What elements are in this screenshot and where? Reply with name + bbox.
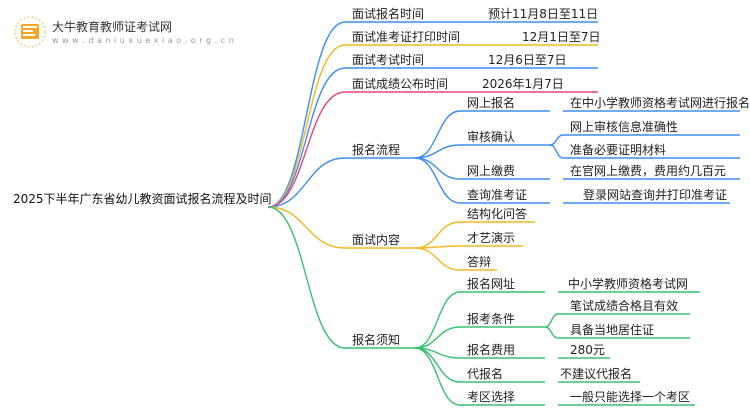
logo-icon: [12, 14, 48, 50]
notes-detail-connector: [544, 313, 559, 328]
content-item-connector: [414, 247, 461, 271]
schedule-value: 预计11月8日至11日: [488, 7, 599, 21]
notes-item-connector: [414, 347, 461, 406]
process-detail: 准备必要证明材料: [570, 143, 667, 157]
notes-item-connector: [414, 326, 461, 349]
content-item: 结构化问答: [467, 207, 528, 221]
process-step-label: 查询准考证: [467, 188, 528, 202]
notes-detail: 中小学教师资格考试网: [568, 277, 689, 291]
root-topic: 2025下半年广东省幼儿教资面试报名流程及时间: [13, 192, 272, 206]
content-item: 才艺演示: [467, 231, 516, 245]
process-step-connector: [414, 157, 461, 180]
notes-item-label: 代报名: [467, 367, 504, 381]
notes-item-label: 报名费用: [467, 343, 516, 357]
schedule-label: 面试报名时间: [352, 7, 425, 21]
schedule-value: 2026年1月7日: [482, 77, 564, 91]
schedule-label: 面试成绩公布时间: [352, 77, 449, 91]
notes-item-connector: [414, 291, 461, 349]
process-detail: 登录网站查询并打印准考证: [583, 188, 728, 202]
schedule-value: 12月6日至7日: [488, 53, 567, 67]
process-step-label: 审核确认: [467, 130, 516, 144]
process-step-label: 网上报名: [467, 96, 516, 110]
schedule-connector: [267, 91, 346, 208]
notes-label: 报名须知: [352, 333, 401, 347]
schedule-label: 面试考试时间: [352, 53, 425, 67]
process-step-label: 网上缴费: [467, 164, 516, 178]
content-item-connector: [414, 221, 461, 249]
process-detail: 在中小学教师资格考试网进行报名: [570, 96, 750, 110]
notes-detail: 笔试成绩合格且有效: [570, 299, 679, 313]
process-label: 报名流程: [352, 143, 401, 157]
process-detail-connector: [549, 144, 564, 159]
notes-item-label: 考区选择: [467, 390, 516, 404]
schedule-label: 面试准考证打印时间: [352, 30, 461, 44]
content-label: 面试内容: [352, 233, 401, 247]
notes-detail-connector: [544, 326, 559, 339]
notes-connector: [267, 206, 346, 349]
brand-name: 大牛教育教师证考试网: [52, 20, 173, 34]
notes-detail: 一般只能选择一个考区: [570, 390, 691, 404]
schedule-connector: [267, 67, 346, 208]
process-detail-connector: [549, 134, 564, 146]
process-step-connector: [414, 144, 461, 159]
process-detail: 网上审核信息准确性: [570, 120, 679, 134]
schedule-value: 12月1日至7日: [522, 30, 601, 44]
content-connector: [267, 206, 346, 249]
notes-item-label: 报考条件: [467, 312, 516, 326]
content-item: 答辩: [467, 255, 492, 269]
process-connector: [267, 157, 346, 208]
brand-url: w w w . d a n i u x u e x i a o . o r g …: [52, 36, 235, 45]
process-step-connector: [414, 110, 461, 159]
notes-detail: 不建议代报名: [560, 367, 633, 381]
process-step-connector: [414, 157, 461, 204]
schedule-connector: [267, 21, 346, 208]
process-detail: 在官网上缴费，费用约几百元: [570, 164, 727, 178]
notes-detail: 280元: [570, 343, 605, 357]
notes-detail: 具备当地居住证: [570, 323, 655, 337]
notes-item-label: 报名网址: [467, 277, 516, 291]
